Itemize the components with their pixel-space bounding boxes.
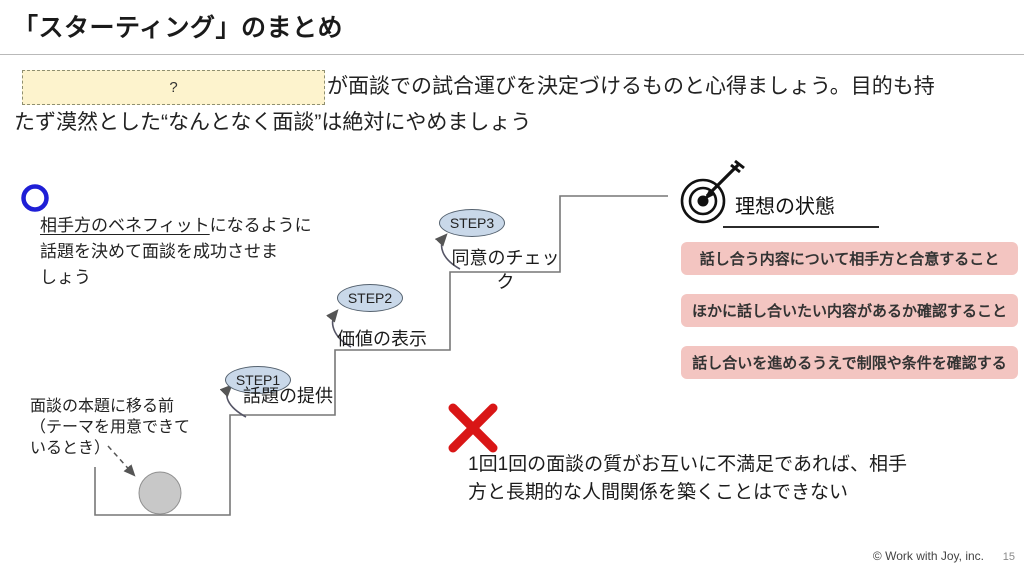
step3-bubble: STEP3 [439,209,505,237]
benefit-note-underlined: 相手方のベネフィット [40,216,210,235]
step1-caption: 話題の提供 [243,386,333,406]
page-number: 15 [1002,551,1015,563]
benefit-note-line2: 話題を決めて面談を成功させま [40,242,278,261]
staircase-path [94,195,668,516]
curve-arrow-3-icon [434,233,461,270]
start-note-line3: いるとき） [30,440,111,457]
warning-line1: 1回1回の面談の質がお互いに不満足であれば、相手 [468,454,907,475]
dashed-arrow-icon [107,445,136,477]
curve-arrow-2-icon [326,309,352,348]
benefit-note-line3: しょう [40,268,91,287]
intro-line1: が面談での試合運びを決定づけるものと心得ましょう。目的も持 [327,75,935,98]
start-ball-icon [138,471,182,515]
intro-paragraph: ?が面談での試合運びを決定づけるものと心得ましょう。目的も持 たず漠然とした“な… [14,69,974,141]
ideal-item: 話し合う内容について相手方と合意すること [681,242,1018,275]
step3-caption: 同意のチェック [451,248,560,292]
start-note-line2: （テーマを用意できて [30,419,191,436]
highlight-blank-box: ? [22,70,325,105]
intro-line2: たず漠然とした“なんとなく面談”は絶対にやめましょう [14,111,532,134]
step1-bubble: STEP1 [225,366,291,394]
copyright: © Work with Joy, inc. [872,549,984,563]
step2-bubble: STEP2 [337,284,403,312]
ideal-item: 話し合いを進めるうえで制限や条件を確認する [681,346,1018,379]
warning-note: 1回1回の面談の質がお互いに不満足であれば、相手 方と長期的な人間関係を築くこと… [468,451,988,507]
benefit-note: 相手方のベネフィットになるように 話題を決めて面談を成功させま しょう [40,213,330,291]
cross-mark-icon [448,403,498,453]
curve-arrow-1-icon [219,384,247,418]
slide-title: 「スターティング」のまとめ [13,14,344,42]
start-note-line1: 面談の本題に移る前 [30,398,175,415]
target-icon [680,159,745,224]
ideal-item: ほかに話し合いたい内容があるか確認すること [681,294,1018,327]
start-note: 面談の本題に移る前 （テーマを用意できて いるとき） [30,396,210,459]
warning-line2: 方と長期的な人間関係を築くことはできない [468,482,849,503]
benefit-note-after: になるように [209,216,312,235]
step2-caption: 価値の表示 [337,329,427,349]
circle-mark-icon [21,184,49,212]
title-divider [0,54,1024,55]
ideal-state-heading: 理想の状態 [723,190,879,228]
